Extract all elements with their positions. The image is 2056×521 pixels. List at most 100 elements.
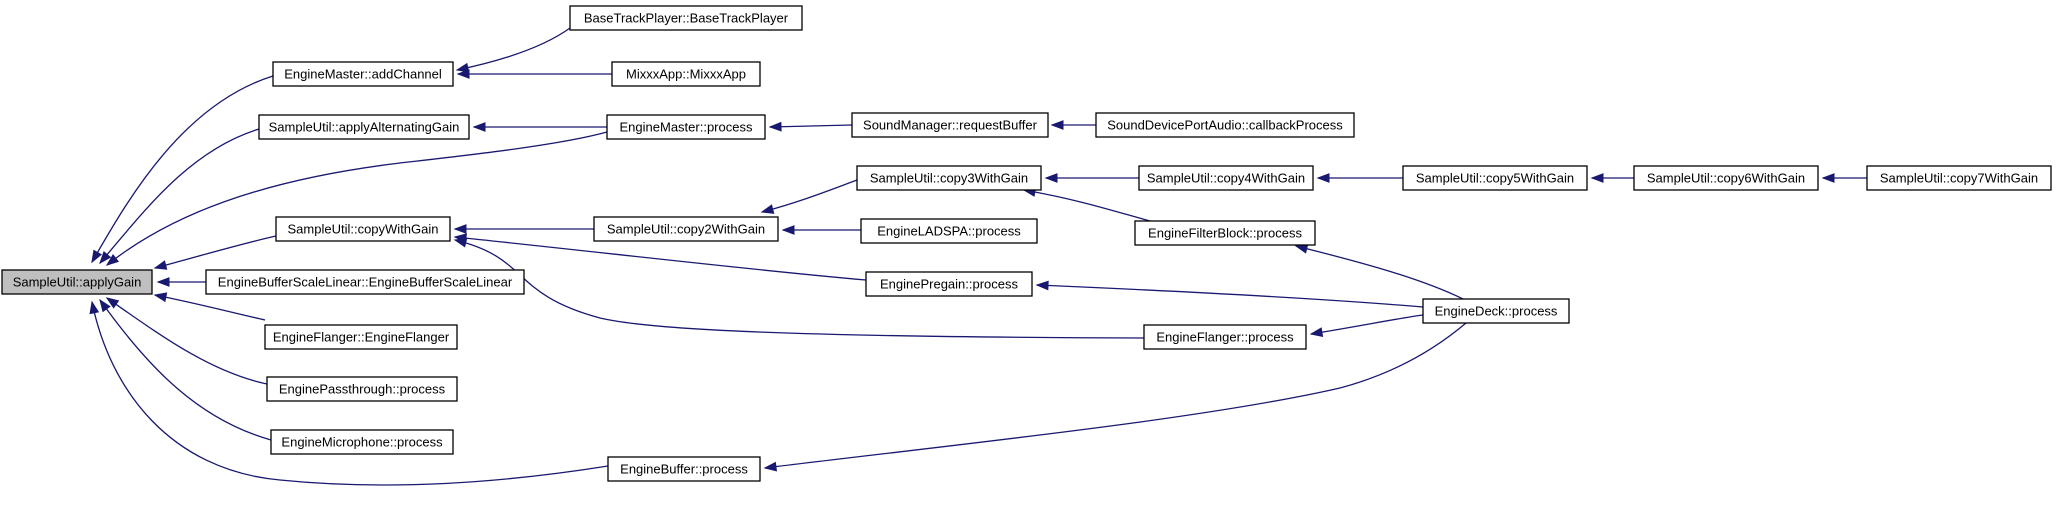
- node-label: SampleUtil::copy6WithGain: [1647, 171, 1805, 186]
- node-flangerCtor[interactable]: EngineFlanger::EngineFlanger: [264, 324, 458, 350]
- edge-ladspa-to-copy2: [781, 225, 861, 235]
- node-label: SampleUtil::copy7WithGain: [1880, 171, 2038, 186]
- node-label: EngineLADSPA::process: [877, 224, 1021, 239]
- node-copyWithGain[interactable]: SampleUtil::copyWithGain: [275, 216, 451, 242]
- node-mixxxApp[interactable]: MixxxApp::MixxxApp: [611, 61, 761, 87]
- edge-arrowhead: [1294, 244, 1309, 254]
- node-label: EngineMaster::process: [620, 120, 753, 135]
- node-label: SampleUtil::copyWithGain: [288, 222, 439, 237]
- edge-line: [99, 128, 260, 264]
- node-copy2[interactable]: SampleUtil::copy2WithGain: [593, 216, 779, 242]
- edge-arrowhead: [1050, 120, 1064, 130]
- edge-arrowhead: [781, 225, 795, 235]
- edge-line: [454, 236, 867, 281]
- edge-arrowhead: [1044, 173, 1058, 183]
- node-box: [275, 216, 451, 242]
- edge-ebsl-to-applyGain: [156, 277, 206, 287]
- node-label: EnginePregain::process: [880, 277, 1019, 292]
- edge-line: [91, 301, 609, 486]
- edge-copy2-to-copyWithGain: [453, 224, 594, 234]
- edge-applyAlternatingGain-to-applyGain: [99, 128, 260, 265]
- node-copy3[interactable]: SampleUtil::copy3WithGain: [856, 165, 1042, 191]
- node-box: [860, 218, 1038, 244]
- node-flangerProcess[interactable]: EngineFlanger::process: [1143, 324, 1307, 350]
- node-box: [851, 112, 1049, 138]
- node-copy5[interactable]: SampleUtil::copy5WithGain: [1402, 165, 1588, 191]
- edge-arrowhead: [105, 297, 120, 309]
- node-box: [1633, 165, 1819, 191]
- node-box: [865, 271, 1033, 297]
- node-label: BaseTrackPlayer::BaseTrackPlayer: [584, 11, 789, 26]
- node-requestBuffer[interactable]: SoundManager::requestBuffer: [851, 112, 1049, 138]
- node-passthrough[interactable]: EnginePassthrough::process: [266, 376, 458, 402]
- node-filterBlock[interactable]: EngineFilterBlock::process: [1134, 220, 1316, 246]
- node-callbackProcess[interactable]: SoundDevicePortAudio::callbackProcess: [1095, 112, 1355, 138]
- edge-arrowhead: [89, 300, 100, 315]
- edge-arrowhead: [1035, 280, 1049, 291]
- node-box: [272, 61, 454, 87]
- edge-arrowhead: [455, 62, 470, 73]
- node-label: SampleUtil::copy2WithGain: [607, 222, 765, 237]
- edge-deck-to-filterBlock: [1294, 244, 1464, 300]
- node-box: [266, 376, 458, 402]
- node-label: EngineFlanger::process: [1156, 330, 1294, 345]
- edge-line: [154, 294, 266, 321]
- edge-line: [99, 299, 272, 441]
- node-box: [611, 61, 761, 87]
- edge-line: [106, 297, 268, 385]
- node-bufferProcess[interactable]: EngineBuffer::process: [607, 456, 761, 482]
- edge-masterProcess-to-applyAlternatingGain: [472, 122, 607, 132]
- node-label: SoundDevicePortAudio::callbackProcess: [1107, 118, 1343, 133]
- node-deck[interactable]: EngineDeck::process: [1422, 298, 1570, 324]
- node-ebsl[interactable]: EngineBufferScaleLinear::EngineBufferSca…: [205, 269, 525, 295]
- node-copy7[interactable]: SampleUtil::copy7WithGain: [1866, 165, 2052, 191]
- node-addChannel[interactable]: EngineMaster::addChannel: [272, 61, 454, 87]
- edges-layer: [89, 27, 1867, 486]
- edge-deck-to-bufferProcess: [763, 322, 1467, 472]
- node-pregain[interactable]: EnginePregain::process: [865, 271, 1033, 297]
- edge-arrowhead: [1821, 173, 1835, 183]
- node-box: [1095, 112, 1355, 138]
- node-box: [1422, 298, 1570, 324]
- edge-copyWithGain-to-applyGain: [153, 235, 277, 270]
- edge-line: [91, 75, 274, 263]
- edge-line: [769, 124, 853, 128]
- node-label: SampleUtil::copy3WithGain: [870, 171, 1028, 186]
- node-box: [606, 114, 766, 140]
- edge-deck-to-flangerProcess: [1309, 314, 1424, 338]
- edge-masterProcess-to-applyGain: [105, 131, 608, 266]
- node-masterProcess[interactable]: EngineMaster::process: [606, 114, 766, 140]
- edge-copy7-to-copy6: [1821, 173, 1867, 183]
- edge-arrowhead: [99, 298, 111, 313]
- edge-line: [1310, 314, 1424, 335]
- edge-btp-to-addChannel: [455, 27, 571, 73]
- edge-line: [106, 131, 608, 266]
- node-copy4[interactable]: SampleUtil::copy4WithGain: [1138, 165, 1314, 191]
- edge-line: [1295, 245, 1464, 300]
- node-label: SampleUtil::copy5WithGain: [1416, 171, 1574, 186]
- node-label: EngineDeck::process: [1435, 304, 1558, 319]
- node-btp[interactable]: BaseTrackPlayer::BaseTrackPlayer: [569, 5, 803, 31]
- node-box: [1, 269, 153, 295]
- node-ladspa[interactable]: EngineLADSPA::process: [860, 218, 1038, 244]
- edge-arrowhead: [1309, 327, 1324, 338]
- edge-line: [764, 322, 1467, 469]
- edge-arrowhead: [1316, 173, 1330, 183]
- node-copy6[interactable]: SampleUtil::copy6WithGain: [1633, 165, 1819, 191]
- edge-callbackProcess-to-requestBuffer: [1050, 120, 1096, 130]
- edge-arrowhead: [453, 224, 467, 234]
- edge-line: [1023, 189, 1151, 222]
- edge-copy5-to-copy4: [1316, 173, 1403, 183]
- node-applyGain[interactable]: SampleUtil::applyGain: [1, 269, 153, 295]
- node-label: SampleUtil::applyAlternatingGain: [269, 120, 460, 135]
- edge-line: [456, 27, 571, 71]
- node-microphone[interactable]: EngineMicrophone::process: [270, 429, 454, 455]
- edge-mixxxApp-to-addChannel: [456, 69, 612, 79]
- node-box: [205, 269, 525, 295]
- node-label: EnginePassthrough::process: [279, 382, 446, 397]
- node-box: [1402, 165, 1588, 191]
- edge-arrowhead: [768, 121, 782, 132]
- node-label: MixxxApp::MixxxApp: [626, 67, 746, 82]
- node-applyAlternatingGain[interactable]: SampleUtil::applyAlternatingGain: [258, 114, 470, 140]
